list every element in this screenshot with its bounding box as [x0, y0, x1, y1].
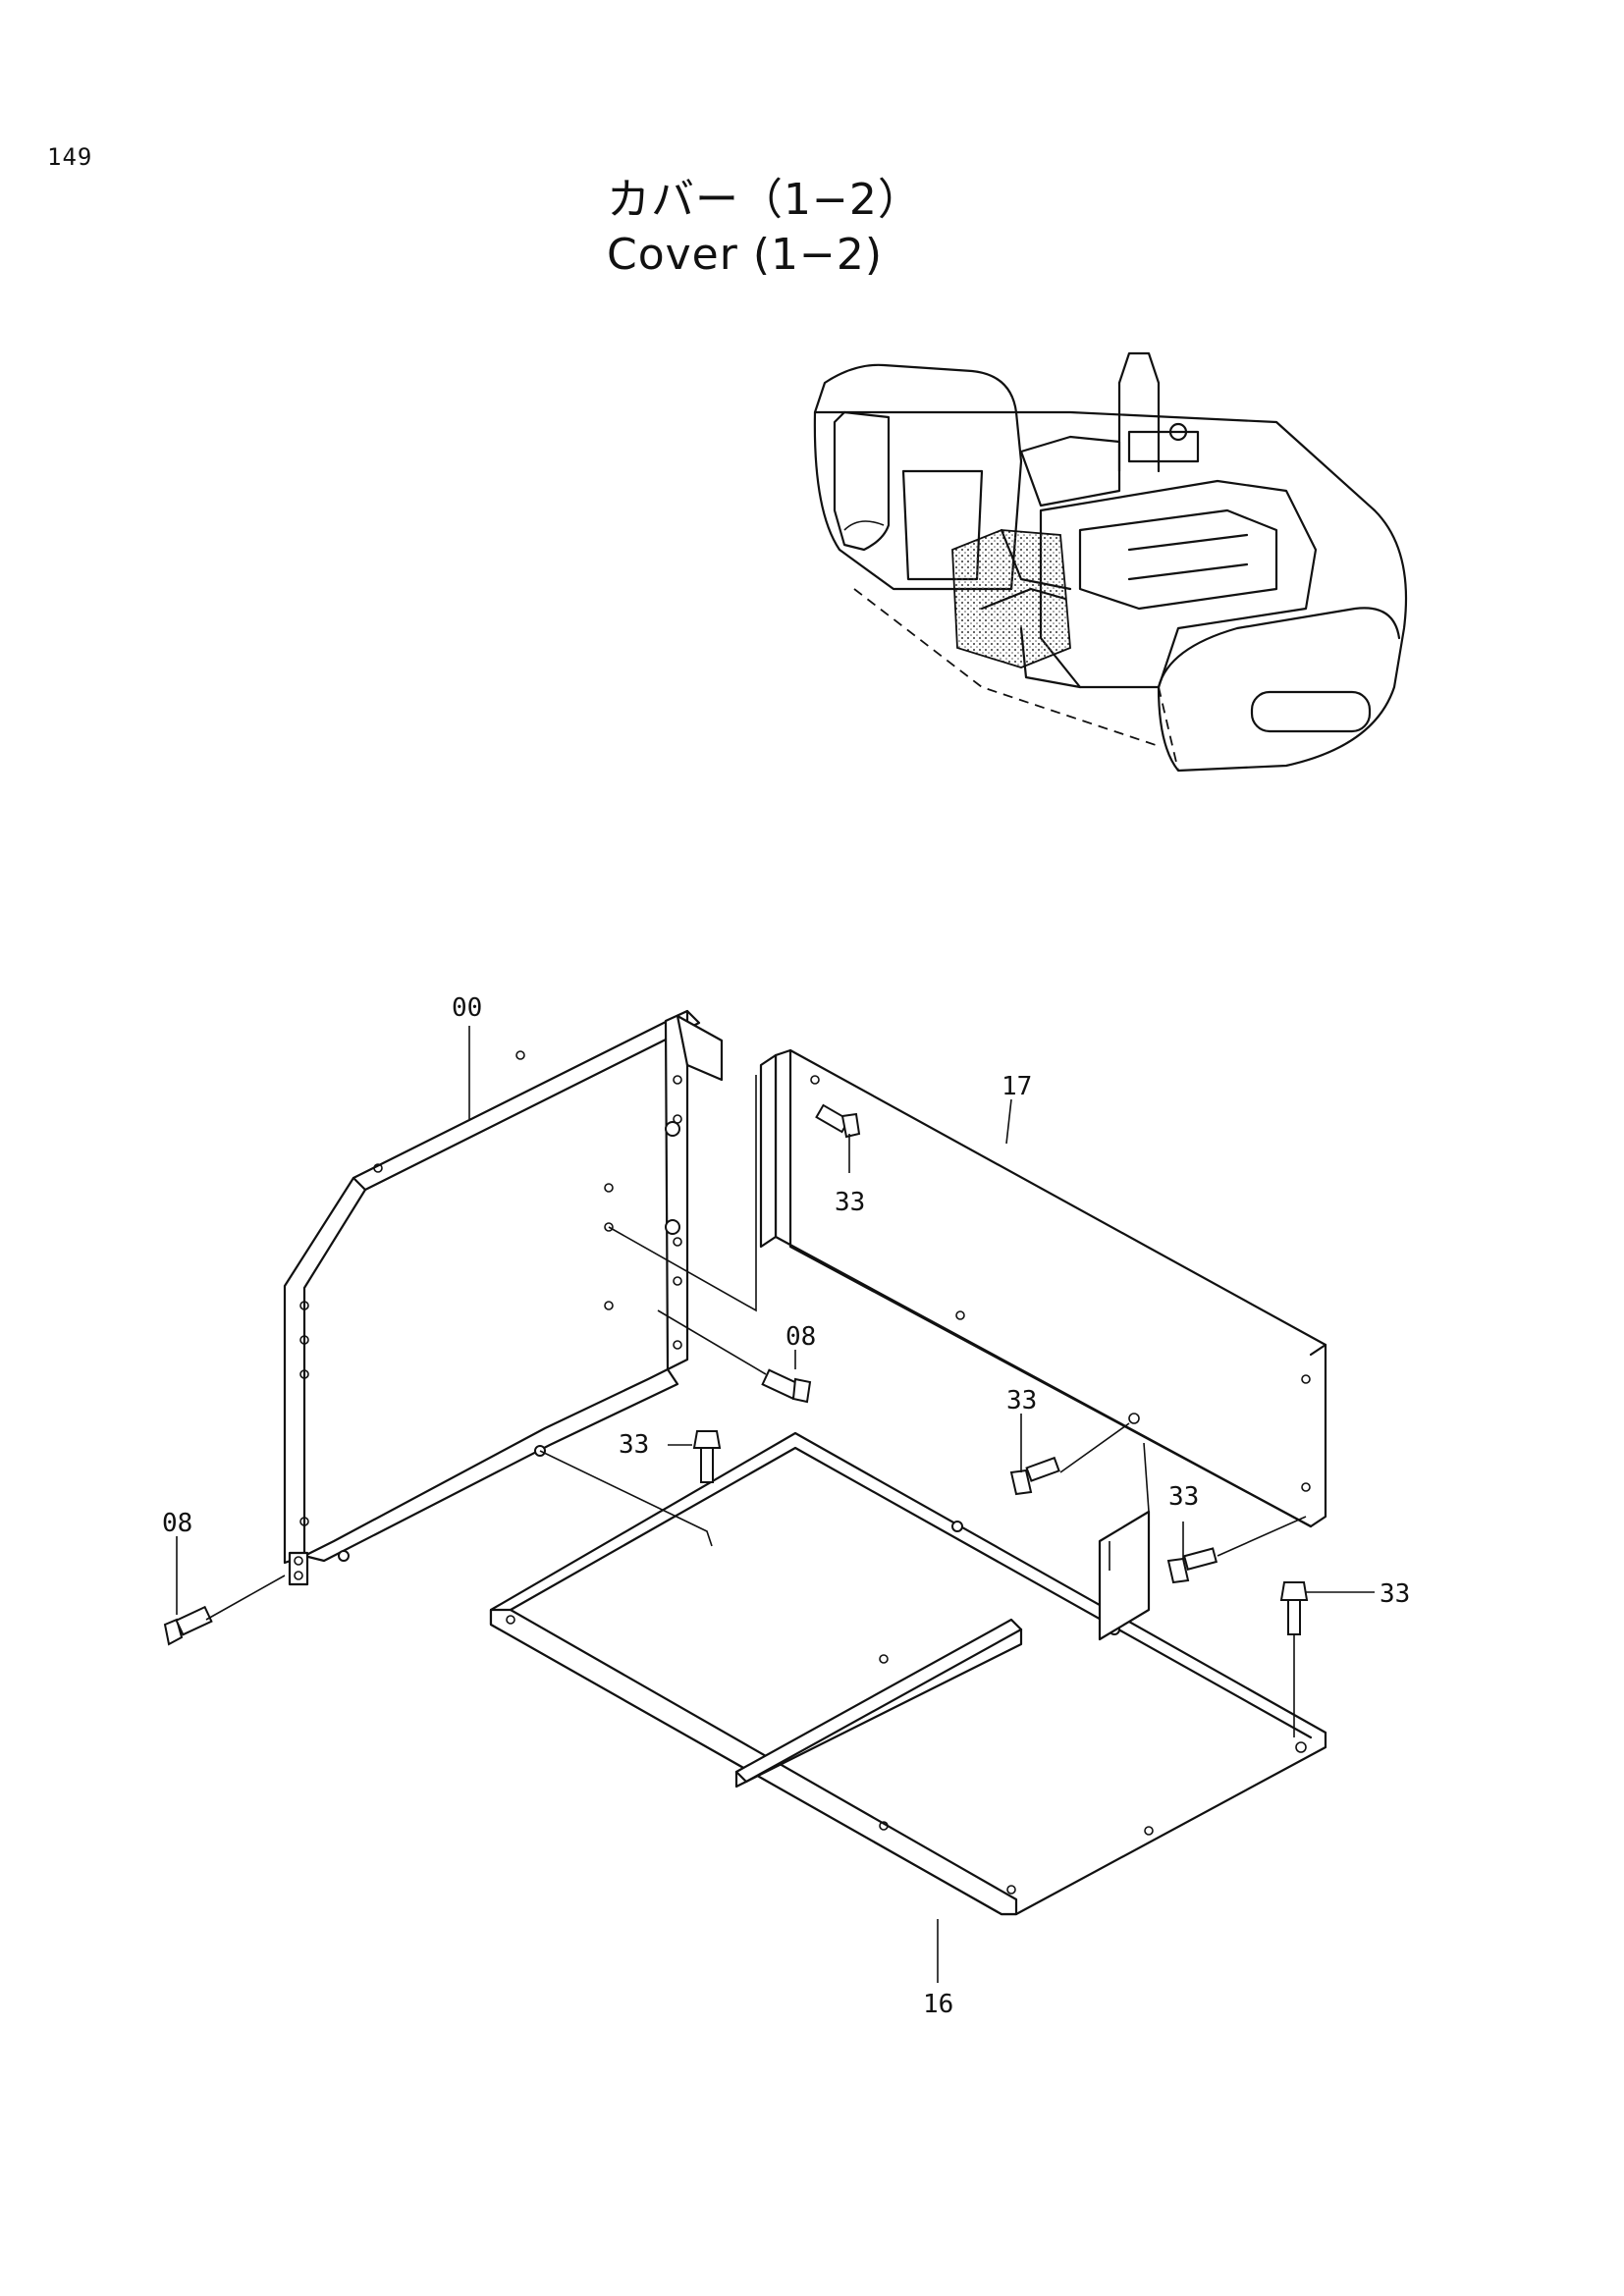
bolts: [163, 1103, 1309, 1646]
callout-33-right-upper: 33: [1168, 1482, 1199, 1512]
part-17-back-plate: [759, 1048, 1327, 1528]
callout-33-right-lower: 33: [1380, 1579, 1410, 1609]
title-block: カバー（1−2） Cover (1−2): [607, 173, 922, 283]
callouts: 00 08 08 33 33 33 33 33 16 17: [162, 993, 1410, 2019]
bolt-33-top: [815, 1103, 861, 1139]
part-00-side-frame: [283, 1009, 724, 1586]
callout-33-floor-left: 33: [619, 1430, 649, 1460]
bolt-33-right-lower: [1279, 1581, 1309, 1635]
bolt-33-right-upper: [1166, 1547, 1218, 1584]
page-number: 149: [47, 143, 93, 171]
leader-lines: [176, 1026, 1375, 1983]
bolt-08-left: [163, 1605, 213, 1646]
callout-08-center: 08: [785, 1322, 816, 1352]
title-japanese: カバー（1−2）: [607, 175, 922, 225]
part-16-floor-plate: [489, 1431, 1327, 1916]
excavator-key-map: [813, 351, 1408, 773]
callout-33-mid: 33: [1006, 1386, 1037, 1415]
bolt-08-center: [761, 1368, 812, 1404]
callout-08-left: 08: [162, 1509, 192, 1538]
small-cover-piece: [1098, 1510, 1151, 1641]
callout-16: 16: [923, 1990, 953, 2019]
bolt-33-mid: [1009, 1456, 1060, 1496]
callout-17: 17: [1001, 1072, 1032, 1101]
callout-00: 00: [452, 993, 482, 1023]
title-english: Cover (1−2): [607, 230, 884, 280]
callout-33-top: 33: [835, 1188, 865, 1217]
bolt-33-floor-left: [692, 1430, 722, 1483]
